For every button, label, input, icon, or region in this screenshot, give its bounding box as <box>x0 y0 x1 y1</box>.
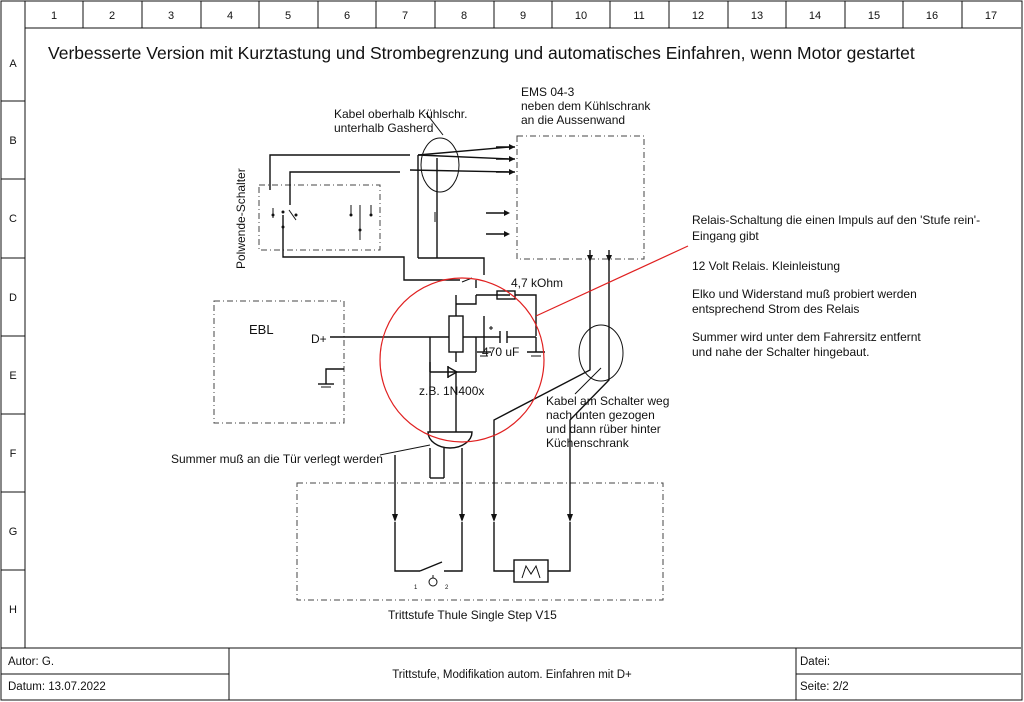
column-label: 7 <box>402 10 408 22</box>
kabel2-label: Kabel am Schalter weg <box>546 394 669 408</box>
kabel2-label: Küchenschrank <box>546 436 630 450</box>
note-line: entsprechend Strom des Relais <box>692 302 859 316</box>
wiring <box>269 112 689 587</box>
column-label: 16 <box>926 10 938 22</box>
ems-label: an die Aussenwand <box>521 113 625 127</box>
ems-box <box>516 135 645 260</box>
row-label: F <box>10 448 17 460</box>
notes-block: Relais-Schaltung die einen Impuls auf de… <box>692 213 980 359</box>
ems-label: neben dem Kühlschrank <box>521 99 651 113</box>
note-line: Elko und Widerstand muß probiert werden <box>692 287 917 301</box>
column-label: 6 <box>344 10 350 22</box>
row-label: E <box>9 370 16 382</box>
cable-oval-2 <box>578 324 624 382</box>
relay-coil <box>448 315 464 353</box>
note-line: 12 Volt Relais. Kleinleistung <box>692 259 840 273</box>
column-label: 3 <box>168 10 174 22</box>
footer-seite: Seite: 2/2 <box>800 681 849 693</box>
footer-datum: Datum: 13.07.2022 <box>8 681 106 693</box>
row-labels: A B C D E F G H <box>9 58 18 616</box>
column-labels: 1 2 3 4 5 6 7 8 9 10 11 12 13 14 15 16 1… <box>51 10 997 22</box>
column-label: 9 <box>520 10 526 22</box>
column-label: 11 <box>633 10 644 22</box>
row-label: G <box>9 526 18 538</box>
row-label: B <box>9 135 16 147</box>
pin-label: 1 <box>414 585 418 591</box>
column-label: 15 <box>868 10 880 22</box>
polwende-box <box>258 184 381 251</box>
kabel2-label: und dann rüber hinter <box>546 422 661 436</box>
cable-bundle-oval <box>420 137 460 193</box>
diode-label: z.B. 1N400x <box>419 384 484 398</box>
trittstufe-box <box>296 482 664 601</box>
note-line: und nahe der Schalter hingebaut. <box>692 345 869 359</box>
note-line: Relais-Schaltung die einen Impuls auf de… <box>692 213 980 227</box>
pin-label: 2 <box>445 585 449 591</box>
ems-label: EMS 04-3 <box>521 85 575 99</box>
column-label: 1 <box>51 10 57 22</box>
column-label: 17 <box>985 10 997 22</box>
highlight-circle <box>379 277 545 443</box>
column-label: 14 <box>809 10 821 22</box>
footer-block: Autor: G. Datum: 13.07.2022 Trittstufe, … <box>1 648 1021 700</box>
row-label: D <box>9 292 17 304</box>
column-label: 8 <box>461 10 467 22</box>
row-label: A <box>9 58 17 70</box>
ebl-label: EBL <box>249 322 274 337</box>
row-label: C <box>9 213 17 225</box>
kabel-label: unterhalb Gasherd <box>334 121 433 135</box>
summer-symbol <box>427 431 473 449</box>
note-line: Eingang gibt <box>692 229 759 243</box>
dplus-label: D+ <box>311 332 327 346</box>
row-label: H <box>9 604 17 616</box>
ebl-box <box>213 300 345 424</box>
kabel2-label: nach unten gezogen <box>546 408 655 422</box>
resistor-label: 4,7 kOhm <box>511 276 563 290</box>
kabel-label: Kabel oberhalb Kühlschr. <box>334 107 467 121</box>
column-label: 2 <box>109 10 115 22</box>
column-label: 10 <box>575 10 587 22</box>
trittstufe-label: Trittstufe Thule Single Step V15 <box>388 608 557 622</box>
column-label: 4 <box>227 10 233 22</box>
polwende-label: Polwende-Schalter <box>234 168 248 269</box>
footer-datei: Datei: <box>800 656 830 668</box>
footer-autor: Autor: G. <box>8 656 54 668</box>
column-label: 13 <box>751 10 763 22</box>
note-line: Summer wird unter dem Fahrersitz entfern… <box>692 330 921 344</box>
diagram-title: Verbesserte Version mit Kurztastung und … <box>48 43 915 63</box>
column-label: 12 <box>692 10 704 22</box>
footer-description: Trittstufe, Modifikation autom. Einfahre… <box>392 669 632 681</box>
summer-label: Summer muß an die Tür verlegt werden <box>171 452 383 466</box>
capacitor-label: 470 uF <box>482 345 519 359</box>
column-label: 5 <box>285 10 291 22</box>
motor-symbol <box>513 559 549 583</box>
